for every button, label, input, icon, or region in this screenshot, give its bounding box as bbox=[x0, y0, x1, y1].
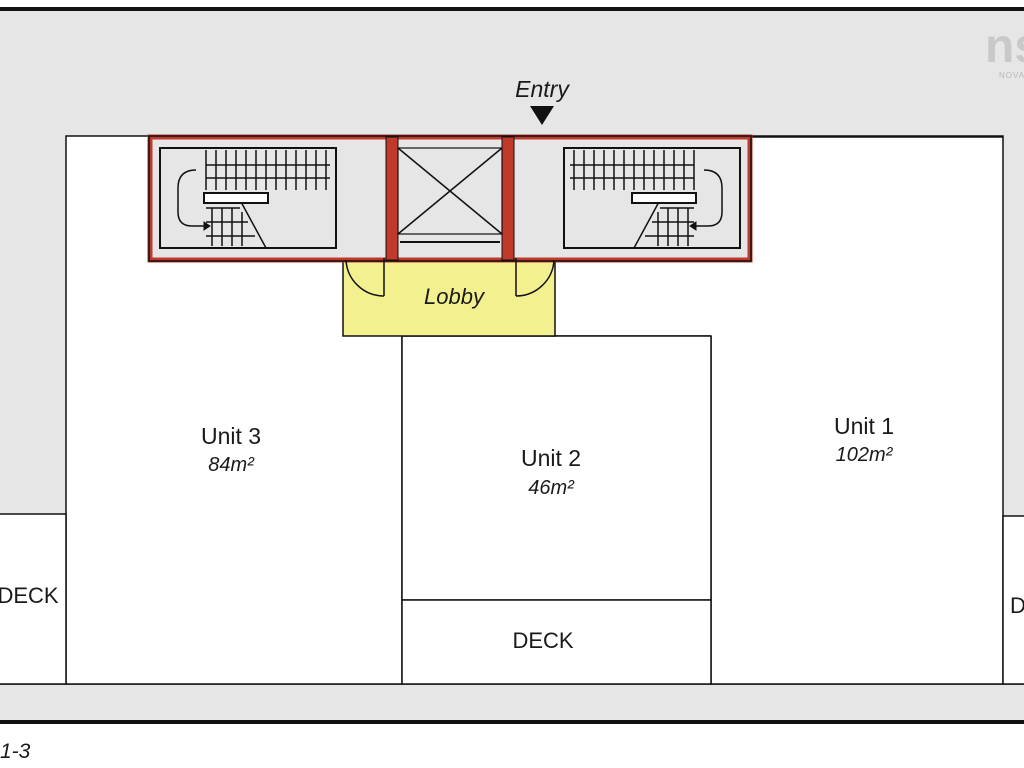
unit-1-room bbox=[710, 135, 1004, 685]
core-wall-left bbox=[385, 136, 399, 261]
core-wall-right bbox=[501, 136, 515, 261]
logo-watermark: ns bbox=[985, 20, 1024, 73]
lobby-room bbox=[342, 259, 556, 337]
deck-right bbox=[1002, 515, 1024, 685]
unit-1-name: Unit 1 bbox=[834, 413, 894, 439]
deck-left-label: DECK bbox=[0, 583, 59, 608]
entry-arrow-icon bbox=[530, 106, 554, 125]
unit-2-name: Unit 2 bbox=[521, 445, 581, 471]
elevator-shaft-diagonal-2 bbox=[397, 147, 503, 235]
entry-label: Entry bbox=[515, 76, 570, 102]
unit-2-room bbox=[401, 335, 712, 601]
unit-2-area: 46m² bbox=[528, 477, 575, 499]
plan-caption: 1-3 bbox=[0, 740, 31, 763]
unit-3-area: 84m² bbox=[208, 454, 255, 476]
deck-center-label: DECK bbox=[512, 628, 573, 653]
logo-subtext: NOVA bbox=[999, 71, 1024, 80]
unit-1-area: 102m² bbox=[836, 444, 894, 466]
lobby-label: Lobby bbox=[424, 284, 486, 309]
door-left-icon bbox=[345, 258, 385, 297]
elevator-shaft bbox=[397, 147, 503, 235]
deck-center bbox=[401, 599, 712, 685]
stair-left-icon bbox=[159, 147, 337, 249]
stair-core-outline bbox=[148, 135, 752, 262]
door-right-icon bbox=[515, 258, 555, 297]
unit-3-name: Unit 3 bbox=[201, 423, 261, 449]
stair-right-icon bbox=[563, 147, 741, 249]
deck-right-label: D bbox=[1010, 593, 1024, 618]
deck-left bbox=[0, 513, 67, 685]
